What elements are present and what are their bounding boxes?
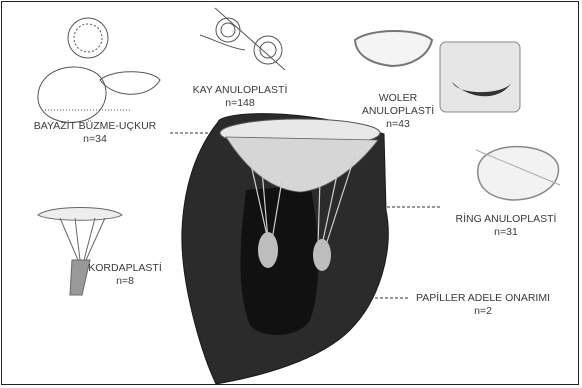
label-kay-name: KAY ANULOPLASTİ [185, 84, 295, 97]
label-woler-n: n=43 [348, 118, 448, 131]
ring-illustration [476, 147, 560, 200]
label-kay: KAY ANULOPLASTİ n=148 [185, 84, 295, 110]
label-woler-name2: ANULOPLASTİ [348, 105, 448, 118]
label-papiller-n: n=2 [408, 305, 558, 318]
label-papiller-name: PAPİLLER ADELE ONARIMI [408, 292, 558, 305]
label-ring-n: n=31 [446, 226, 566, 239]
label-bayazit: BAYAZİT BÜZME-UÇKUR n=34 [20, 120, 170, 146]
kay-illustration [200, 8, 285, 70]
label-kordaplasti-name: KORDAPLASTİ [75, 262, 175, 275]
label-bayazit-n: n=34 [20, 133, 170, 146]
label-kordaplasti-n: n=8 [75, 275, 175, 288]
heart-illustration [182, 114, 388, 384]
label-papiller: PAPİLLER ADELE ONARIMI n=2 [408, 292, 558, 318]
label-kay-n: n=148 [185, 97, 295, 110]
label-bayazit-name: BAYAZİT BÜZME-UÇKUR [20, 120, 170, 133]
label-ring-name: RİNG ANULOPLASTİ [446, 213, 566, 226]
label-ring: RİNG ANULOPLASTİ n=31 [446, 213, 566, 239]
bayazit-illustration [38, 18, 160, 122]
label-woler: WOLER ANULOPLASTİ n=43 [348, 92, 448, 131]
label-woler-name1: WOLER [348, 92, 448, 105]
label-kordaplasti: KORDAPLASTİ n=8 [75, 262, 175, 288]
